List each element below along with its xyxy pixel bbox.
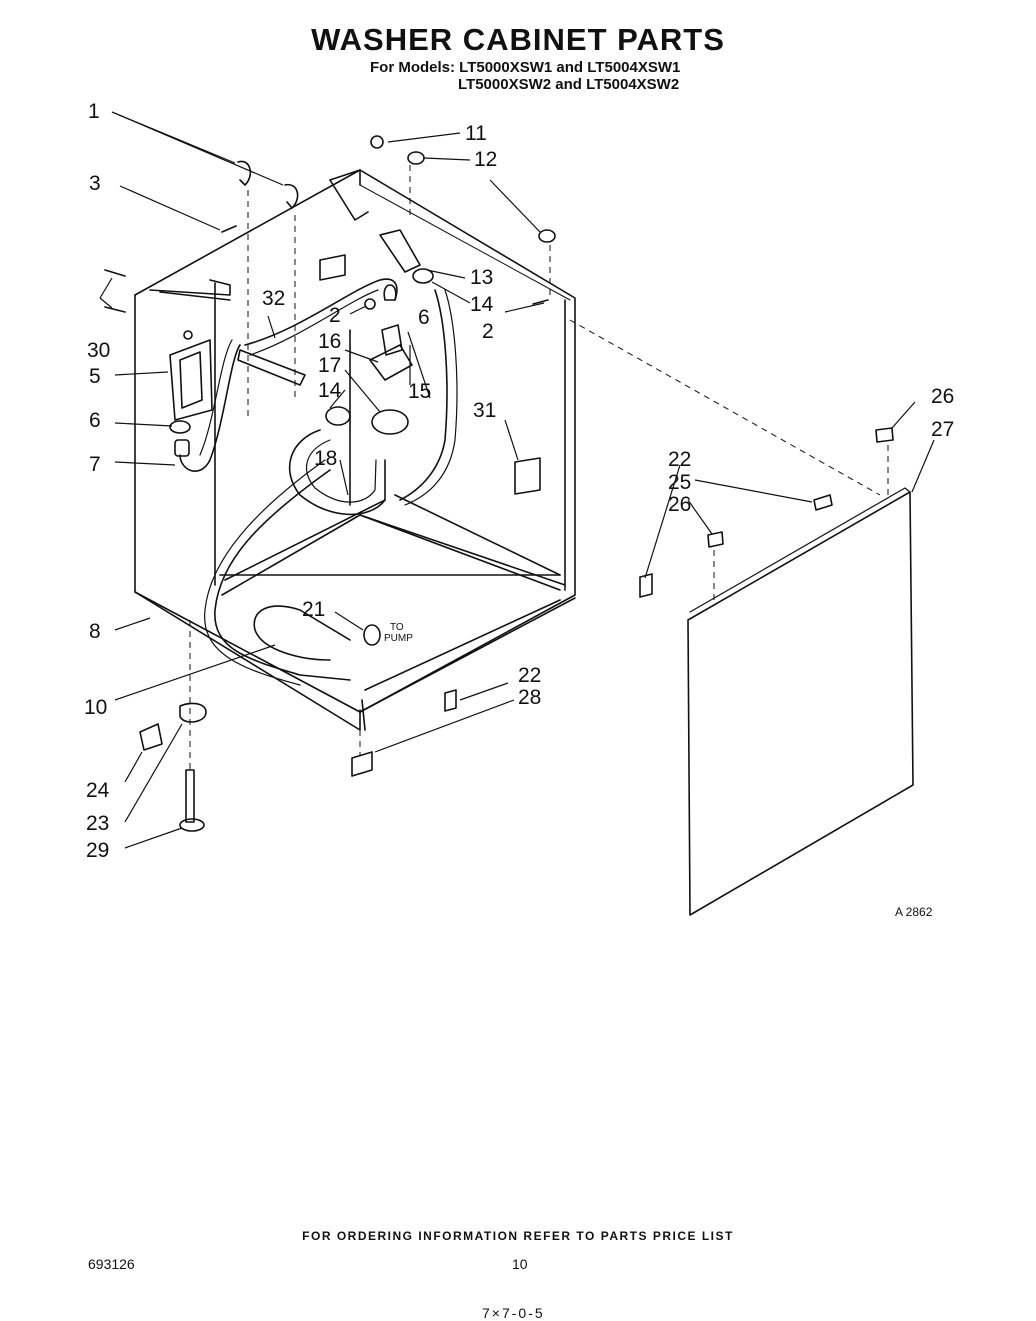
callout-29: 29 xyxy=(86,839,109,862)
drain-hose xyxy=(288,429,386,516)
models-line-2: LT5000XSW2 and LT5004XSW2 xyxy=(458,76,680,93)
pump-clamp xyxy=(363,624,381,646)
water-valve xyxy=(169,330,213,421)
callout-6-center: 6 xyxy=(418,306,430,329)
callout-11: 11 xyxy=(465,122,487,145)
callout-24: 24 xyxy=(86,779,110,802)
callout-21: 21 xyxy=(302,598,325,621)
callout-22-right: 22 xyxy=(668,448,691,471)
callout-7: 7 xyxy=(89,453,101,476)
guide-line-panel xyxy=(569,319,881,496)
callout-2-center: 2 xyxy=(329,304,341,327)
inlet-hose xyxy=(179,344,241,472)
callout-18: 18 xyxy=(314,447,337,470)
callout-1: 1 xyxy=(88,100,100,123)
callout-26-upper: 26 xyxy=(931,385,954,408)
callout-15: 15 xyxy=(408,380,431,403)
fill-hose xyxy=(244,278,398,346)
callout-14-center: 14 xyxy=(318,379,342,402)
overflow-hose xyxy=(399,289,448,501)
callout-30: 30 xyxy=(87,339,110,362)
front-panel xyxy=(687,487,914,916)
pump-label-to: TO xyxy=(390,622,404,633)
callout-6-left: 6 xyxy=(89,409,101,432)
bottom-mark: 7×7-0-5 xyxy=(482,1305,545,1321)
callout-12: 12 xyxy=(474,148,497,171)
pump-hose xyxy=(214,469,351,681)
figure-reference: A 2862 xyxy=(895,905,933,919)
document-number: 693126 xyxy=(88,1256,135,1272)
callout-25: 25 xyxy=(668,471,691,494)
callout-32: 32 xyxy=(262,287,285,310)
cabinet-body xyxy=(134,169,576,731)
pump-label-pump: PUMP xyxy=(384,633,413,644)
callout-23: 23 xyxy=(86,812,109,835)
callout-31: 31 xyxy=(473,399,496,422)
callout-22-bottom: 22 xyxy=(518,664,541,687)
callout-17: 17 xyxy=(318,354,341,377)
callout-10: 10 xyxy=(84,696,107,719)
callout-5: 5 xyxy=(89,365,101,388)
callout-16: 16 xyxy=(318,330,341,353)
callout-8: 8 xyxy=(89,620,101,643)
page-number: 10 xyxy=(512,1256,528,1272)
callout-3: 3 xyxy=(89,172,101,195)
page-title: WASHER CABINET PARTS xyxy=(311,22,725,57)
callout-26-lower: 26 xyxy=(668,493,691,516)
callout-27: 27 xyxy=(931,418,954,441)
callout-13: 13 xyxy=(470,266,493,289)
ordering-info: FOR ORDERING INFORMATION REFER TO PARTS … xyxy=(302,1229,734,1243)
callout-2-right: 2 xyxy=(482,320,494,343)
callout-14-top: 14 xyxy=(470,293,494,316)
callout-28: 28 xyxy=(518,686,541,709)
models-line-1: For Models: LT5000XSW1 and LT5004XSW1 xyxy=(370,59,681,76)
top-back-edge xyxy=(359,184,571,301)
